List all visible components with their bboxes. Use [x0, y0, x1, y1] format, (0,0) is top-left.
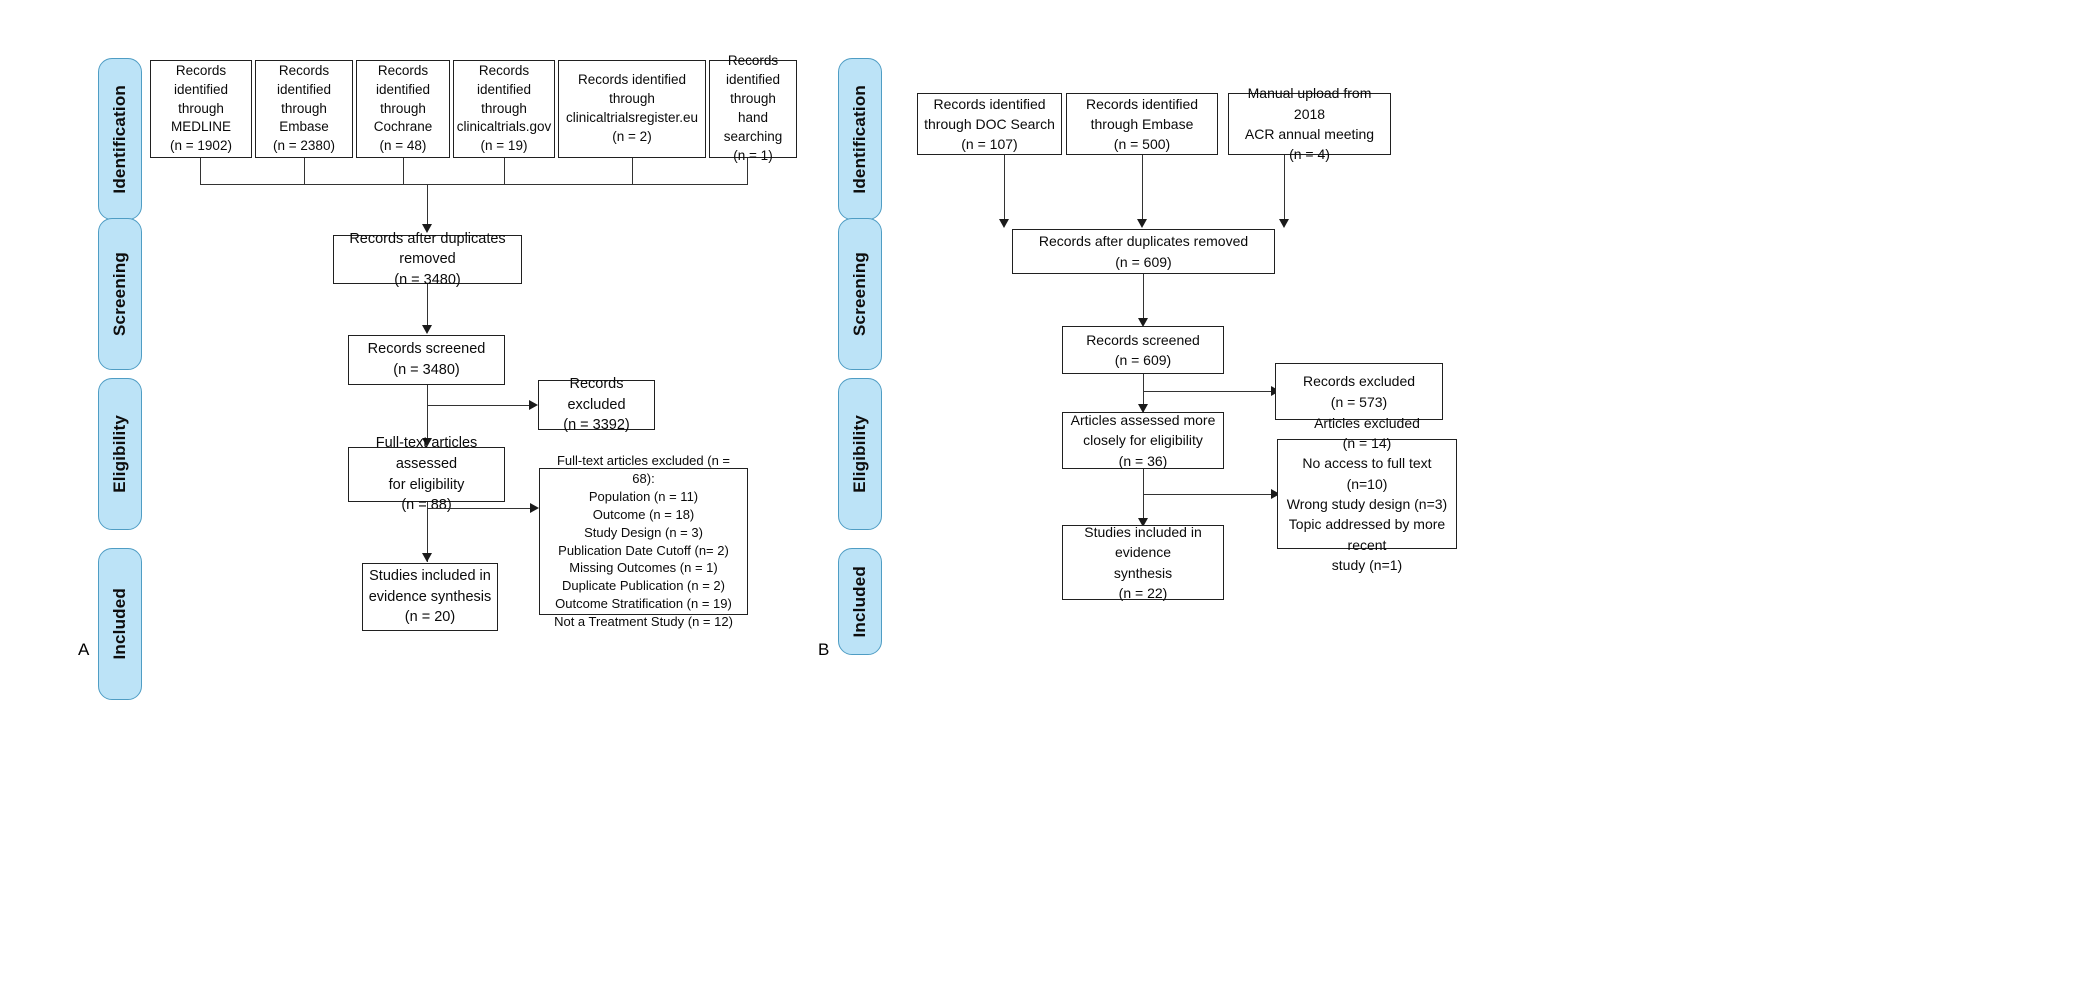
connector-screened-to-excluded-b: [1143, 391, 1271, 392]
connector-assessed-down-b: [1143, 469, 1144, 526]
arrow-embase-b-down: [1137, 219, 1147, 228]
connector-assessed-down: [427, 502, 428, 562]
source-box-doc-search: Records identified through DOC Search (n…: [917, 93, 1062, 155]
connector-medline-down: [200, 158, 201, 184]
connector-ctgov-down: [504, 158, 505, 184]
connector-embase-down: [304, 158, 305, 184]
box-studies-included-b: Studies included in evidence synthesis (…: [1062, 524, 1224, 601]
box-records-screened-b: Records screened (n = 609): [1062, 326, 1224, 374]
connector-ctreu-down: [632, 158, 633, 184]
arrow-doc-down: [999, 219, 1009, 228]
stage-label-eligibility-a: Eligibility: [98, 378, 142, 530]
box-fulltext-excluded-a: Full-text articles excluded (n = 68): Po…: [539, 453, 748, 629]
stage-label-included-a: Included: [98, 548, 142, 700]
connector-assessed-to-excluded-b: [1143, 494, 1271, 495]
stage-label-identification-b: Identification: [838, 58, 882, 220]
connector-hand-down: [747, 158, 748, 184]
arrow-assessed-to-excluded: [530, 503, 539, 513]
stage-label-screening-b: Screening: [838, 218, 882, 370]
arrow-screened-to-assessed-b: [1138, 404, 1148, 413]
arrow-assessed-to-excluded-b: [1271, 489, 1280, 499]
stage-label-identification-a: Identification: [98, 58, 142, 220]
connector-screened-to-excluded: [427, 405, 529, 406]
connector-duplicates-to-screened-b: [1143, 274, 1144, 318]
stage-label-text: Eligibility: [110, 415, 129, 493]
source-box-clinicaltrialsregister-eu: Records identified through clinicaltrial…: [558, 60, 706, 158]
connector-cochrane-down: [403, 158, 404, 184]
connector-screened-down: [427, 385, 428, 445]
box-records-screened-a: Records screened (n = 3480): [348, 335, 505, 385]
arrow-assessed-to-included-b: [1138, 518, 1148, 527]
box-duplicates-removed-b: Records after duplicates removed (n = 60…: [1012, 229, 1275, 274]
source-box-embase-a: Records identified through Embase (n = 2…: [255, 60, 353, 158]
box-articles-excluded-b: Articles excluded (n = 14) No access to …: [1277, 415, 1457, 573]
stage-label-text: Screening: [850, 252, 869, 336]
arrow-duplicates-to-screened: [422, 325, 432, 334]
stage-label-text: Eligibility: [850, 415, 869, 493]
box-records-excluded-b: Records excluded (n = 573): [1275, 363, 1443, 420]
arrow-bus-to-duplicates: [422, 224, 432, 233]
connector-bus-horizontal-a: [200, 184, 748, 185]
stage-label-text: Included: [110, 588, 129, 660]
connector-screened-down-b: [1143, 374, 1144, 412]
source-box-embase-b: Records identified through Embase (n = 5…: [1066, 93, 1218, 155]
connector-doc-down: [1004, 155, 1005, 219]
connector-assessed-to-excluded: [427, 508, 530, 509]
box-studies-included-a: Studies included in evidence synthesis (…: [362, 563, 498, 631]
arrow-assessed-to-included: [422, 553, 432, 562]
connector-manual-down: [1284, 155, 1285, 219]
arrow-screened-to-fulltext: [422, 438, 432, 447]
box-duplicates-removed-a: Records after duplicates removed (n = 34…: [333, 231, 522, 288]
stage-label-text: Identification: [110, 84, 129, 194]
connector-duplicates-to-screened: [427, 284, 428, 325]
panel-letter-b: B: [818, 640, 830, 659]
arrow-duplicates-to-screened-b: [1138, 318, 1148, 327]
source-box-cochrane: Records identified through Cochrane (n =…: [356, 60, 450, 158]
stage-label-text: Screening: [110, 252, 129, 336]
box-fulltext-assessed-a: Full-text articles assessed for eligibil…: [348, 435, 505, 513]
stage-label-eligibility-b: Eligibility: [838, 378, 882, 530]
connector-embase-b-down: [1142, 155, 1143, 219]
source-box-clinicaltrials-gov: Records identified through clinicaltrial…: [453, 60, 555, 158]
stage-label-included-b: Included: [838, 548, 882, 655]
panel-letter-a: A: [78, 640, 90, 659]
arrow-screened-to-excluded: [529, 400, 538, 410]
connector-bus-to-duplicates: [427, 184, 428, 224]
stage-label-text: Identification: [850, 84, 869, 194]
source-box-medline: Records identified through MEDLINE (n = …: [150, 60, 252, 158]
arrow-manual-down: [1279, 219, 1289, 228]
box-articles-assessed-b: Articles assessed more closely for eligi…: [1062, 412, 1224, 469]
box-records-excluded-a: Records excluded (n = 3392): [538, 376, 655, 433]
source-box-manual-upload-acr: Manual upload from 2018 ACR annual meeti…: [1228, 85, 1391, 162]
stage-label-text: Included: [850, 565, 869, 638]
stage-label-screening-a: Screening: [98, 218, 142, 370]
source-box-hand-searching: Records identified through hand searchin…: [709, 53, 797, 163]
